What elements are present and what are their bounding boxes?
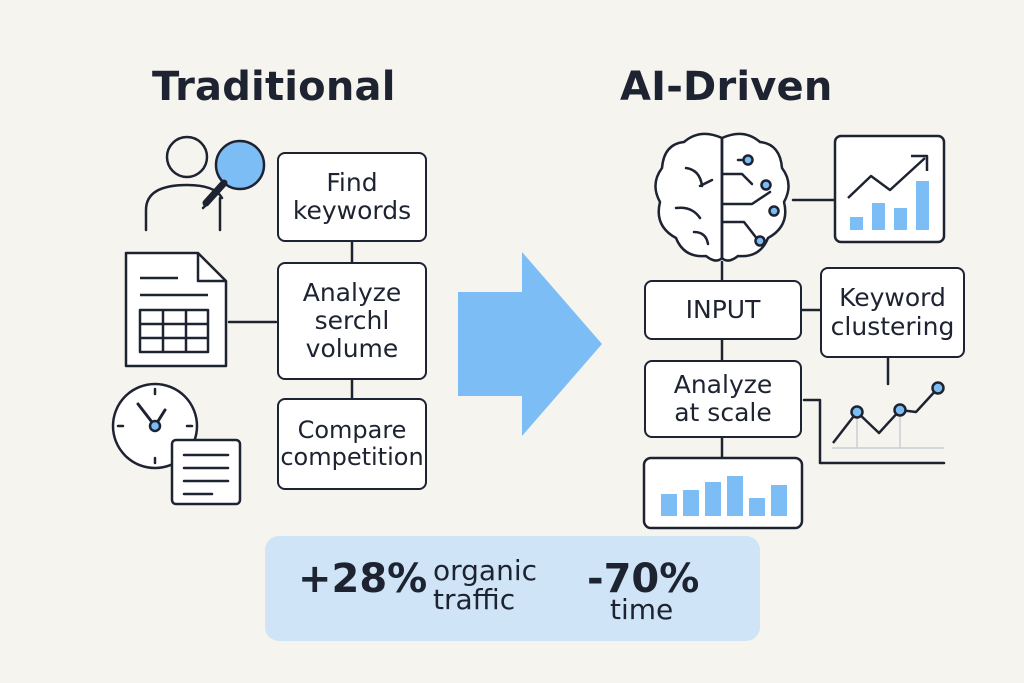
person-search-icon	[144, 135, 266, 232]
stats-panel	[265, 536, 760, 641]
step-analyze-volume: Analyze serchl volume	[277, 262, 427, 380]
bar-chart-icon	[642, 456, 804, 530]
input-box: INPUT	[644, 280, 802, 340]
time-stat-value: -70%	[587, 556, 700, 602]
traditional-title: Traditional	[152, 64, 396, 110]
traffic-stat-value: +28%	[298, 556, 428, 602]
ai-driven-title: AI-Driven	[620, 64, 833, 110]
keyword-clustering-box: Keyword clustering	[820, 267, 965, 358]
step-compare-competition: Compare competition	[277, 398, 427, 490]
brain-network-icon	[654, 132, 790, 262]
analyze-at-scale-label: Analyze at scale	[673, 369, 773, 427]
keyword-clustering-label: Keyword clustering	[830, 283, 955, 341]
step-find-keywords: Find keywords	[277, 152, 427, 242]
right-arrow-icon	[458, 252, 602, 436]
input-label: INPUT	[685, 294, 761, 324]
step-analyze-volume-label: Analyze serchl volume	[302, 277, 402, 364]
step-compare-competition-label: Compare competition	[280, 415, 424, 471]
document-icon	[170, 438, 242, 506]
analyze-at-scale-box: Analyze at scale	[644, 360, 802, 438]
step-find-keywords-label: Find keywords	[292, 167, 412, 225]
traffic-stat-label: organic traffic	[433, 554, 538, 617]
connector-analyze-line	[802, 398, 946, 465]
trend-chart-icon	[833, 134, 946, 244]
line-chart-icon	[832, 381, 945, 449]
time-stat-label: time	[610, 593, 674, 626]
spreadsheet-icon	[124, 251, 228, 368]
